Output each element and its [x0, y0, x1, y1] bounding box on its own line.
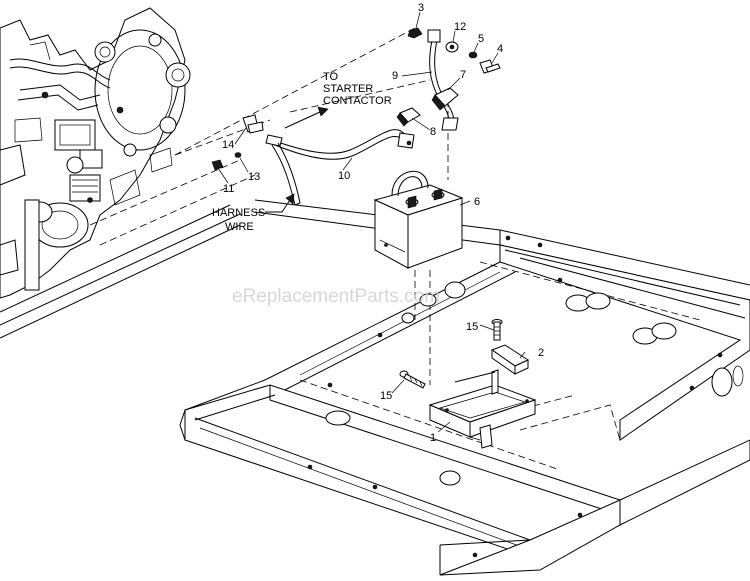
harness-note-line2: WIRE [225, 221, 254, 233]
bolt-15-upper [491, 319, 503, 341]
to-starter-arrow [284, 106, 329, 129]
nut-3 [407, 27, 423, 39]
callout-1: 1 [430, 432, 436, 444]
harness-note-line1: HARNESS [212, 207, 265, 219]
harness-arrow [265, 193, 295, 213]
generator-frame [179, 199, 750, 576]
bolt-4 [479, 59, 501, 74]
callout-7: 7 [460, 69, 466, 81]
callout-3: 3 [418, 2, 424, 14]
callout-15-upper: 15 [466, 321, 478, 333]
washer-13 [234, 152, 242, 158]
watermark: eReplacementParts.com [232, 286, 440, 307]
explode-lines-top [174, 27, 449, 385]
starter-note-line2: STARTER [323, 83, 373, 95]
callout-2: 2 [538, 347, 544, 359]
terminal-boot-7 [431, 87, 459, 111]
callout-9: 9 [392, 70, 398, 82]
leader-lines [217, 11, 526, 433]
battery [373, 170, 464, 269]
callout-6: 6 [474, 196, 480, 208]
engine-assembly [0, 7, 191, 299]
battery-tray [428, 369, 537, 449]
terminal-boot-8 [396, 107, 421, 127]
washer-5 [468, 51, 478, 59]
starter-note-line1: TO [323, 71, 339, 83]
left-frame-rail [0, 159, 256, 339]
callout-14: 14 [222, 139, 234, 151]
callout-4: 4 [497, 43, 503, 55]
callout-5: 5 [478, 33, 484, 45]
starter-note-line3: CONTACTOR [323, 95, 392, 107]
washer-12 [445, 41, 459, 53]
callout-labels: 3 12 5 4 7 9 8 6 10 14 13 11 2 15 15 1 [222, 2, 544, 444]
harness-wire-note: HARNESS WIRE [212, 207, 265, 233]
nut-11 [211, 159, 224, 171]
callout-11: 11 [223, 183, 234, 195]
callout-10: 10 [338, 170, 350, 182]
callout-12: 12 [454, 21, 466, 33]
bolt-15-lower [399, 370, 426, 389]
battery-hold-down-bracket [490, 344, 530, 375]
cable-10 [265, 129, 415, 160]
callout-15-lower: 15 [380, 390, 392, 402]
callout-13: 13 [248, 171, 260, 183]
starter-contactor-note: TO STARTER CONTACTOR [323, 71, 392, 107]
callout-8: 8 [430, 126, 436, 138]
elbow-14 [242, 114, 264, 134]
